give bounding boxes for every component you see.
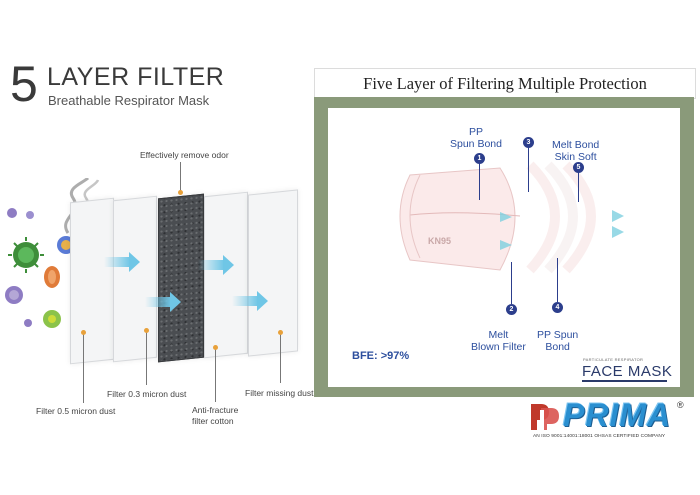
label-remove-odor: Effectively remove odor [140,150,229,160]
leader-line [479,160,480,200]
label-filter-03: Filter 0.3 micron dust [107,389,187,399]
layer-badge-3: 3 [523,137,534,148]
prima-emblem-icon [531,404,559,430]
leader-line [511,262,512,304]
label-filter-05: Filter 0.5 micron dust [36,406,116,416]
germ-icons [5,208,75,328]
mask-print: KN95 [428,236,452,246]
big-number: 5 [10,56,38,112]
layer-2 [113,195,157,363]
flow-arrow [145,292,181,312]
layer-label-2: Melt Blown Filter [471,329,526,353]
leader-dot [178,190,183,195]
leader-line [280,333,281,383]
virus-small-icon [24,319,32,327]
layer-label-5: Melt Bond Skin Soft [552,139,600,163]
leader-line [578,172,579,202]
layer-label-4: PP Spun Bond [537,329,579,353]
virus-purple-icon [5,208,34,304]
leader-line [528,147,529,192]
virus-lime-icon [43,310,61,328]
leader-line [83,333,84,403]
brand-underline [582,380,667,382]
bfe-rating: BFE: >97% [352,350,410,362]
layer-badge-4: 4 [552,302,563,313]
layer-3-activated-carbon [158,193,204,363]
certification-text: AN ISO 9001:14001:18001 OHSAS CERTIFIED … [533,434,666,439]
brand-subtext: PARTICULATE RESPIRATOR [583,357,644,362]
layer-label-1: PP Spun Bond [450,126,502,150]
mask-layers-illustration [399,161,624,274]
registered-mark: ® [677,400,684,410]
leader-line [215,348,216,402]
virus-orange-icon [44,266,60,288]
label-anti-fracture: Anti-fracture filter cotton [192,405,239,426]
layer-4 [204,191,248,359]
leader-line [146,331,147,385]
leader-dot [213,345,218,350]
infographic-subtitle: Breathable Respirator Mask [48,93,210,108]
brand-face-mask: FACE MASK [582,363,673,380]
leader-line [180,162,181,192]
layer-badge-1: 1 [474,153,485,164]
flow-arrow [198,255,234,275]
leader-line [557,258,558,302]
virus-green-icon [8,237,44,273]
layer-badge-5: 5 [573,162,584,173]
prima-logo-text: PRIMA [563,397,672,433]
layer-1 [70,197,114,365]
infographic-title: LAYER FILTER [47,63,225,91]
layer-badge-2: 2 [506,304,517,315]
panel-title: Five Layer of Filtering Multiple Protect… [314,68,696,99]
flow-arrow [232,291,268,311]
leader-dot [278,330,283,335]
label-filter-missing: Filter missing dust [245,388,314,398]
flow-arrow [104,252,140,272]
layer-5 [248,189,298,357]
leader-dot [81,330,86,335]
leader-dot [144,328,149,333]
